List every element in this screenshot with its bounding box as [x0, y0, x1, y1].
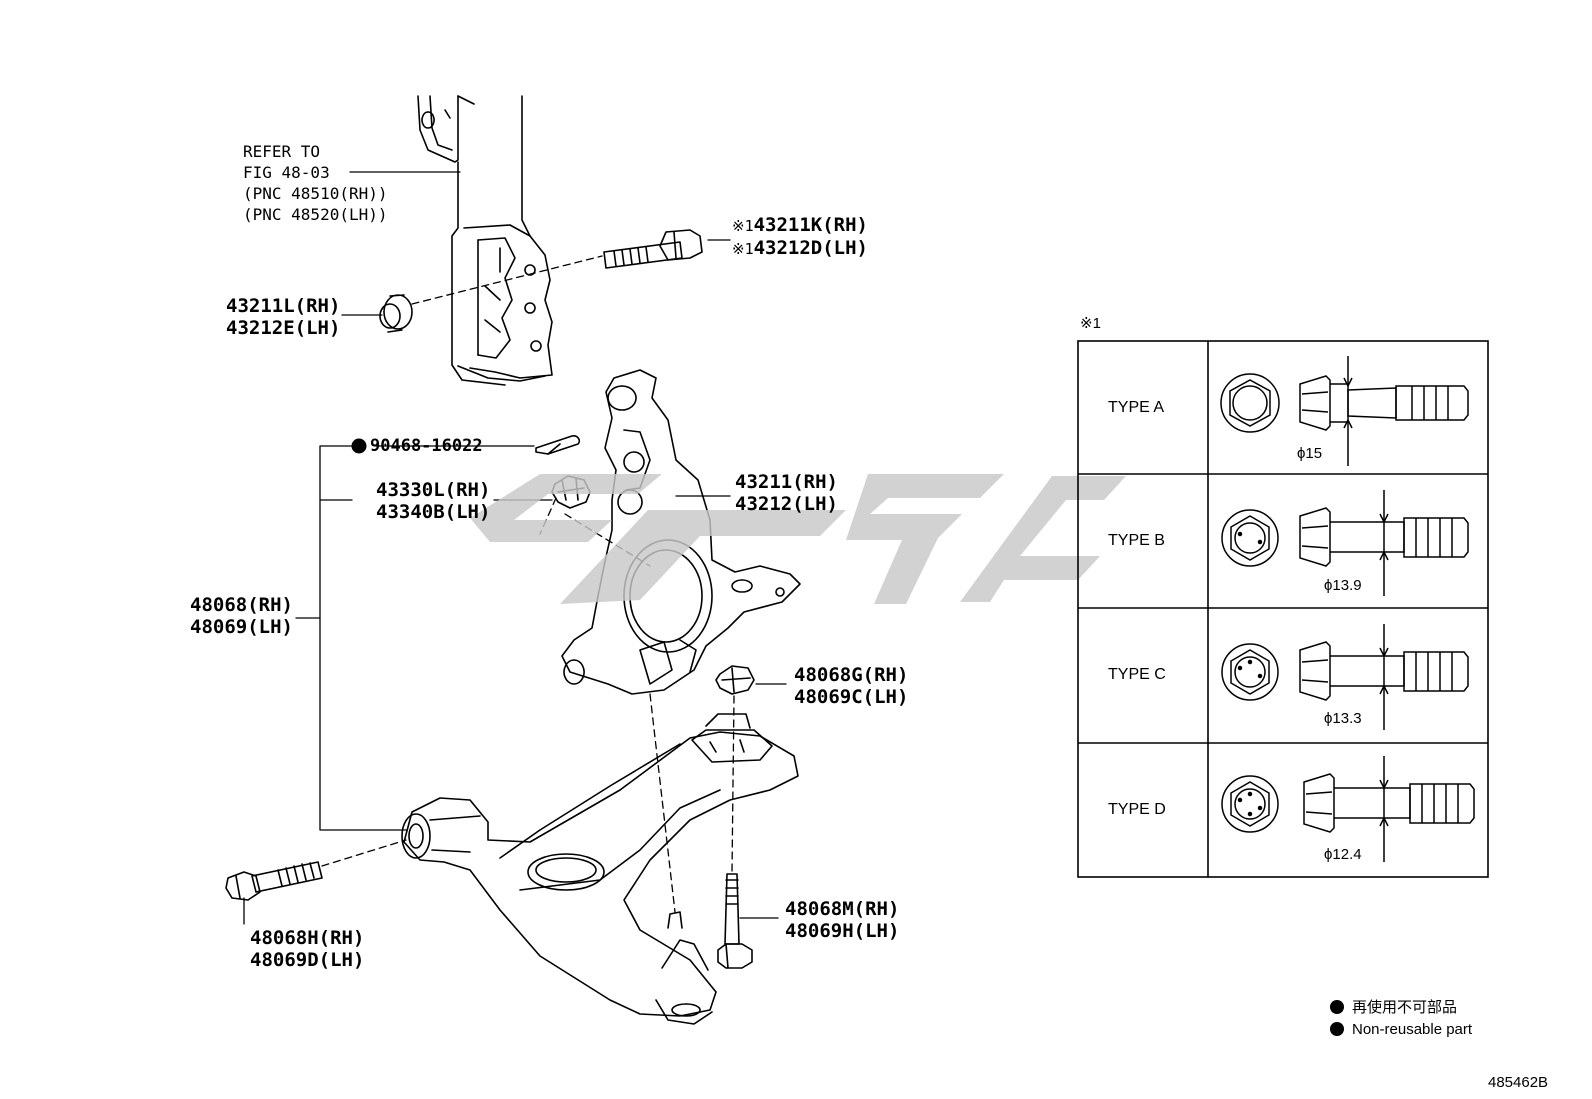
- cotter-pin-drawing: [535, 435, 581, 455]
- front-bolt-drawing: [225, 861, 323, 901]
- legend-text-jp: 再使用不可部品: [1352, 999, 1458, 1016]
- callout-knuckle[interactable]: 43211(RH) 43212(LH): [735, 471, 838, 515]
- type-b-label: TYPE B: [1108, 532, 1165, 549]
- camber-bolt-drawing: [603, 229, 703, 269]
- part-number-lh: 48069H(LH): [785, 920, 900, 942]
- bolt-type-table: [1077, 340, 1489, 878]
- lower-arm-drawing: [401, 713, 799, 1025]
- part-number-lh: 43212D(LH): [753, 237, 868, 259]
- part-number-lh: 43340B(LH): [376, 501, 491, 523]
- callout-ball-nut[interactable]: 48068G(RH) 48069C(LH): [794, 664, 908, 708]
- type-d-bolt: [1221, 756, 1475, 862]
- type-c-diameter: ϕ13.3: [1324, 710, 1362, 727]
- callout-castle-nut[interactable]: 43330L(RH) 43340B(LH): [376, 479, 490, 523]
- callout-cam-washer[interactable]: 43211L(RH) 43212E(LH): [226, 295, 340, 339]
- part-number-lh: 43212E(LH): [226, 317, 341, 339]
- type-b-bolt: [1221, 490, 1469, 596]
- part-number-rh: 43330L(RH): [376, 479, 491, 501]
- non-reusable-dot-icon: [1330, 1022, 1344, 1036]
- type-a-label: TYPE A: [1108, 399, 1165, 416]
- type-a-diameter: ϕ15: [1297, 445, 1323, 462]
- type-c-label: TYPE C: [1108, 666, 1166, 683]
- part-number-rh: 43211K(RH): [753, 214, 868, 236]
- refer-note: REFER TO FIG 48-03 (PNC 48510(RH)) (PNC …: [243, 141, 388, 225]
- part-number-rh: 48068(RH): [190, 594, 293, 616]
- type-mark: ※1: [732, 217, 754, 235]
- part-number-rh: 43211L(RH): [226, 295, 341, 317]
- part-number-rh: 48068G(RH): [794, 664, 909, 686]
- figure-number: 485462B: [1488, 1074, 1549, 1091]
- part-number-lh: 43212(LH): [735, 493, 838, 515]
- legend-line-2: Non-reusable part: [1330, 1021, 1472, 1038]
- type-a-bolt: [1220, 356, 1469, 466]
- type-d-label: TYPE D: [1108, 801, 1166, 818]
- part-number: 90468-16022: [370, 436, 483, 456]
- cam-washer-drawing: [379, 294, 413, 333]
- callout-arm-assy[interactable]: 48068(RH) 48069(LH): [190, 594, 293, 638]
- callout-cotter-pin[interactable]: 90468-16022: [370, 435, 483, 457]
- non-reusable-dot-icon: [1330, 1000, 1344, 1014]
- non-reusable-dot: [351, 438, 367, 454]
- part-number-lh: 48069(LH): [190, 616, 293, 638]
- table-title: ※1: [1080, 315, 1101, 332]
- type-mark: ※1: [732, 240, 754, 258]
- rear-bolt-drawing: [717, 873, 753, 969]
- watermark-logo: [470, 474, 1126, 604]
- part-number-lh: 48069D(LH): [250, 949, 365, 971]
- legend-text-en: Non-reusable part: [1352, 1021, 1473, 1038]
- callout-camber-bolt[interactable]: ※143211K(RH) ※143212D(LH): [732, 214, 868, 260]
- legend-line-1: 再使用不可部品: [1330, 996, 1457, 1017]
- type-c-bolt: [1221, 624, 1469, 730]
- callout-front-bolt[interactable]: 48068H(RH) 48069D(LH): [250, 927, 364, 971]
- ball-nut-drawing: [715, 665, 755, 695]
- refer-line-1: REFER TO: [243, 142, 321, 161]
- refer-line-4: (PNC 48520(LH)): [243, 205, 388, 224]
- refer-line-2: FIG 48-03: [243, 163, 330, 182]
- part-number-rh: 43211(RH): [735, 471, 838, 493]
- type-d-diameter: ϕ12.4: [1324, 846, 1362, 863]
- bolt-type-drawings: [1220, 356, 1475, 862]
- callout-rear-bolt[interactable]: 48068M(RH) 48069H(LH): [785, 898, 899, 942]
- part-number-rh: 48068M(RH): [785, 898, 900, 920]
- refer-line-3: (PNC 48510(RH)): [243, 184, 388, 203]
- part-number-lh: 48069C(LH): [794, 686, 909, 708]
- strut-drawing: [417, 95, 553, 386]
- type-b-diameter: ϕ13.9: [1324, 577, 1362, 594]
- part-number-rh: 48068H(RH): [250, 927, 365, 949]
